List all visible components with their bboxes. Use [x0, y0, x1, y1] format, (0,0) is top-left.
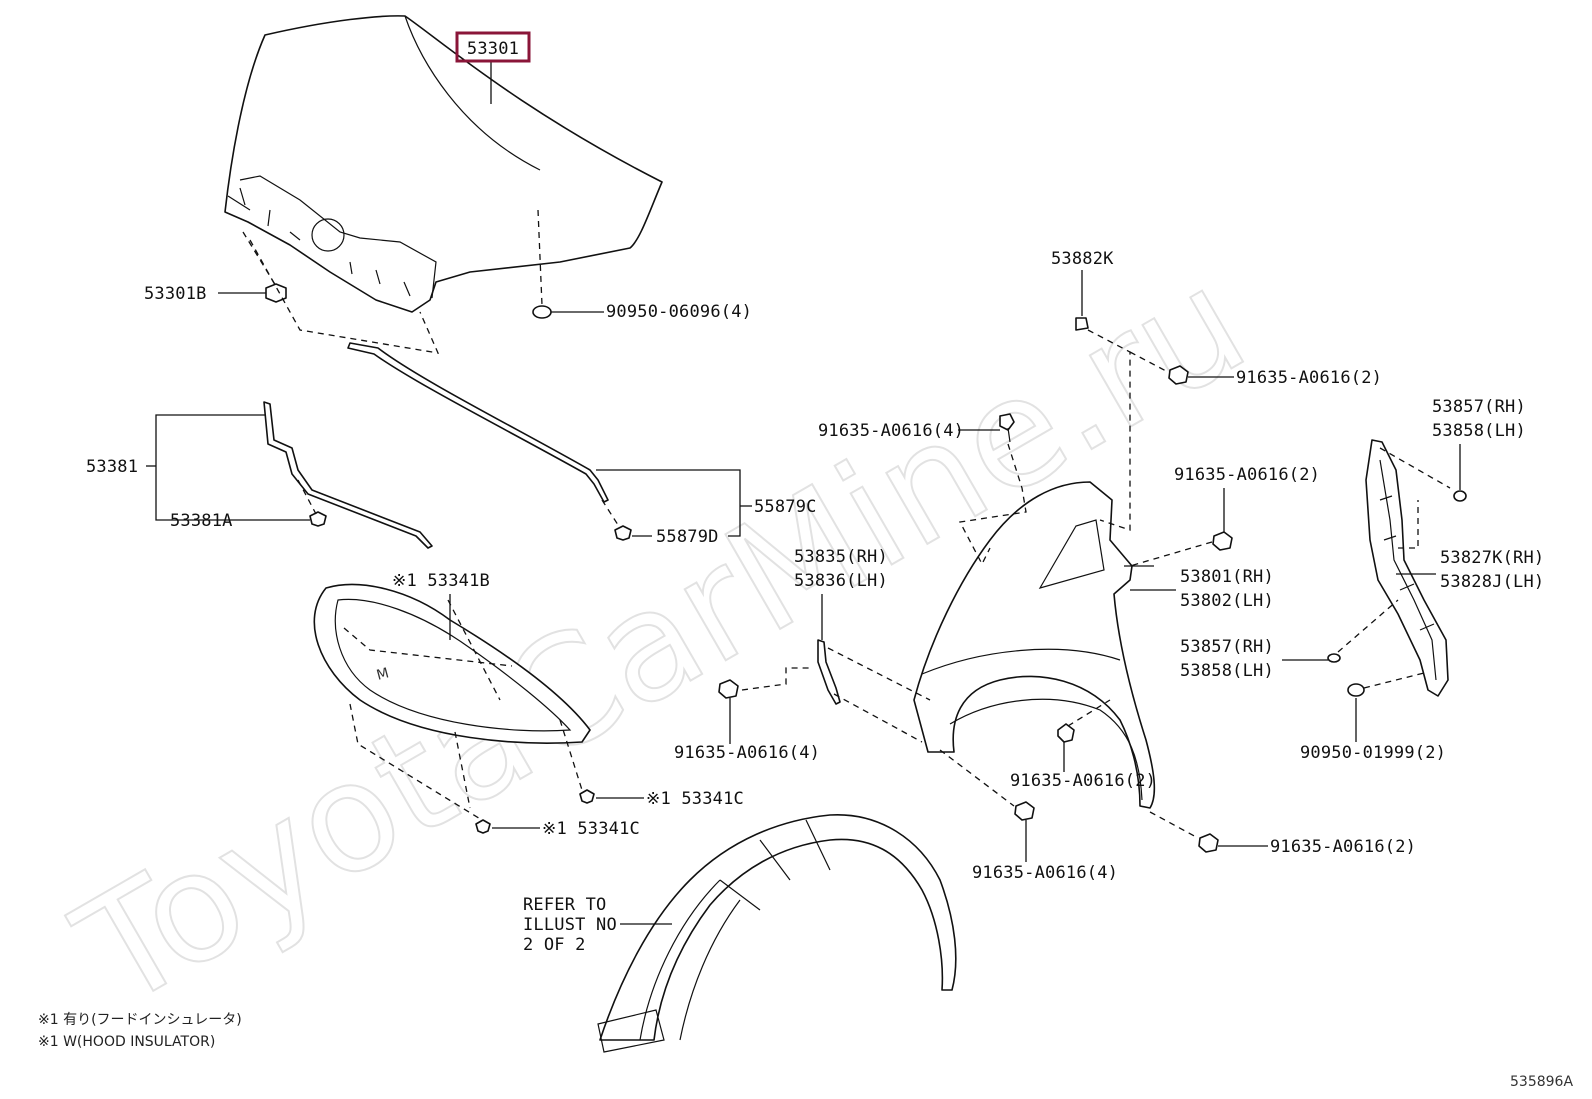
hood-panel[interactable]: [224, 15, 663, 313]
hood-lead: 53301: [455, 31, 531, 104]
clip-55879D[interactable]: [614, 525, 632, 541]
hood-seal-53381[interactable]: [263, 401, 433, 549]
label-53801[interactable]: 53801(RH): [1180, 567, 1274, 587]
clip-53857-mid[interactable]: [1327, 653, 1341, 663]
label-53835[interactable]: 53835(RH): [794, 547, 888, 567]
bolt-91635-a[interactable]: [1168, 365, 1189, 385]
label-91635-b[interactable]: 91635-A0616(4): [818, 421, 964, 441]
fender-protector[interactable]: [1365, 439, 1449, 697]
label-53381A[interactable]: 53381A: [170, 511, 233, 531]
label-53341B[interactable]: ※1 53341B: [392, 571, 490, 591]
label-53802[interactable]: 53802(LH): [1180, 591, 1274, 611]
bolt-91635-d[interactable]: [718, 679, 739, 699]
refer-line-2: ILLUST NO: [523, 915, 617, 935]
refer-line-1: REFER TO: [523, 895, 606, 915]
illustration-code: 535896A: [1510, 1074, 1573, 1090]
bolt-91635-e[interactable]: [1057, 723, 1075, 743]
hood-hole-plug[interactable]: [532, 305, 552, 319]
hole-plug-90950-01999[interactable]: [1347, 683, 1365, 697]
label-53381[interactable]: 53381: [86, 457, 138, 477]
label-53858-top[interactable]: 53858(LH): [1432, 421, 1526, 441]
label-53827K[interactable]: 53827K(RH): [1440, 548, 1544, 568]
label-91635-f[interactable]: 91635-A0616(4): [972, 863, 1118, 883]
clip-53882K[interactable]: [1075, 317, 1089, 331]
hood-seal-55879C[interactable]: [347, 342, 609, 503]
clip-53341C-a[interactable]: [579, 789, 595, 804]
refer-line-3: 2 OF 2: [523, 935, 586, 955]
label-53341C-a[interactable]: ※1 53341C: [646, 789, 744, 809]
insulator-mark: M: [375, 665, 391, 684]
fender-liner[interactable]: [597, 814, 957, 1053]
bolt-91635-f[interactable]: [1014, 801, 1035, 821]
label-91635-a[interactable]: 91635-A0616(2): [1236, 368, 1382, 388]
clip-53857-top[interactable]: [1453, 490, 1467, 502]
hood-bumper-53301B[interactable]: [265, 283, 287, 303]
label-53301[interactable]: 53301: [467, 39, 519, 59]
label-53341C-b[interactable]: ※1 53341C: [542, 819, 640, 839]
label-53858-mid[interactable]: 53858(LH): [1180, 661, 1274, 681]
bolt-91635-c[interactable]: [1212, 531, 1233, 551]
label-55879D[interactable]: 55879D: [656, 527, 719, 547]
label-90950-06096[interactable]: 90950-06096(4): [606, 302, 752, 322]
front-fender[interactable]: [913, 481, 1156, 809]
label-53882K[interactable]: 53882K: [1051, 249, 1114, 269]
fender-bracket[interactable]: [817, 639, 841, 705]
bracket-53381: [146, 414, 310, 521]
label-91635-e[interactable]: 91635-A0616(2): [1010, 771, 1156, 791]
label-53836[interactable]: 53836(LH): [794, 571, 888, 591]
note-line-2: ※1 W(HOOD INSULATOR): [38, 1034, 215, 1050]
label-91635-d[interactable]: 91635-A0616(4): [674, 743, 820, 763]
bolt-91635-g[interactable]: [1198, 833, 1219, 853]
label-53857-mid[interactable]: 53857(RH): [1180, 637, 1274, 657]
label-91635-c[interactable]: 91635-A0616(2): [1174, 465, 1320, 485]
bolt-91635-b[interactable]: [999, 413, 1015, 431]
hood-insulator[interactable]: M: [313, 583, 591, 744]
label-53828J[interactable]: 53828J(LH): [1440, 572, 1544, 592]
label-55879C[interactable]: 55879C: [754, 497, 817, 517]
bracket-55879C: [596, 469, 752, 537]
clip-53341C-b[interactable]: [475, 819, 491, 834]
label-53301B[interactable]: 53301B: [144, 284, 207, 304]
label-90950-01999[interactable]: 90950-01999(2): [1300, 743, 1446, 763]
label-91635-g[interactable]: 91635-A0616(2): [1270, 837, 1416, 857]
note-line-1: ※1 有り(フードインシュレータ): [38, 1012, 242, 1028]
clip-53381A[interactable]: [309, 511, 327, 527]
label-53857-top[interactable]: 53857(RH): [1432, 397, 1526, 417]
part-highlight-box: [455, 31, 531, 63]
